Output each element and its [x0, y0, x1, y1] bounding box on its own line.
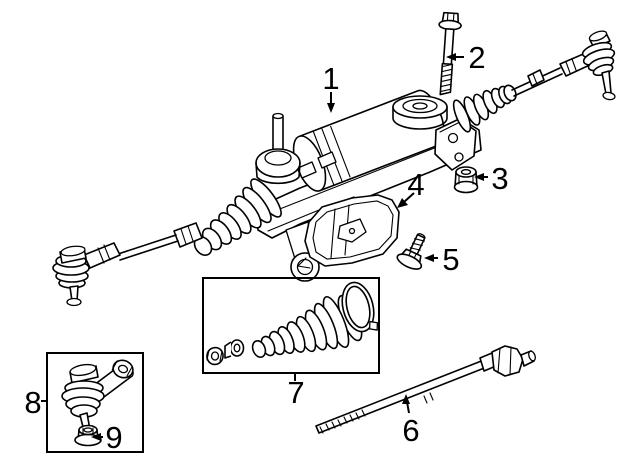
callout-9-label[interactable]: 9 [105, 420, 122, 455]
jam-nut [111, 359, 134, 379]
callout-5-label[interactable]: 5 [442, 242, 459, 277]
right-tie-rod [511, 67, 563, 97]
flange-nut [453, 166, 479, 194]
callout-4-label[interactable]: 4 [407, 167, 424, 202]
boot-kit-frame [202, 277, 380, 374]
callout-3-label[interactable]: 3 [491, 161, 508, 196]
shield-bolt [396, 233, 426, 270]
callout-1-label[interactable]: 1 [322, 61, 339, 96]
outer-tie-rod-end [61, 362, 134, 432]
callout-9-arrow [91, 433, 103, 441]
callout-1-arrow [327, 92, 335, 113]
callout-8-label[interactable]: 8 [24, 385, 41, 420]
boot-kit-bushing [224, 339, 245, 359]
callout-5-arrow [424, 254, 438, 262]
tie-rod-end-frame [46, 352, 144, 453]
callout-6-arrow [402, 394, 410, 414]
callout-2-label[interactable]: 2 [468, 40, 485, 75]
inner-tie-rod-socket [491, 345, 524, 377]
left-boot [193, 178, 282, 256]
callout-6-label[interactable]: 6 [402, 413, 419, 448]
boot-clamp [341, 281, 379, 333]
pinion-cap [392, 95, 448, 130]
mounting-bolt [438, 11, 462, 96]
left-tie-rod-end [52, 242, 121, 307]
outer-tie-rod-box [46, 352, 144, 453]
callout-7-label[interactable]: 7 [287, 375, 304, 410]
callout-2-arrow [446, 53, 464, 61]
input-stud [272, 115, 284, 153]
inner-tie-rod [315, 345, 536, 434]
right-boot [452, 84, 517, 133]
right-tie-rod-end [559, 30, 616, 101]
callout-3-arrow [474, 173, 488, 181]
steering-gear-assembly [52, 30, 616, 307]
heat-shield [296, 194, 400, 269]
callout-4-arrow [397, 192, 415, 208]
left-tie-rod [117, 222, 203, 261]
boot-kit-box [202, 277, 380, 374]
boot-kit-nut [206, 346, 224, 366]
